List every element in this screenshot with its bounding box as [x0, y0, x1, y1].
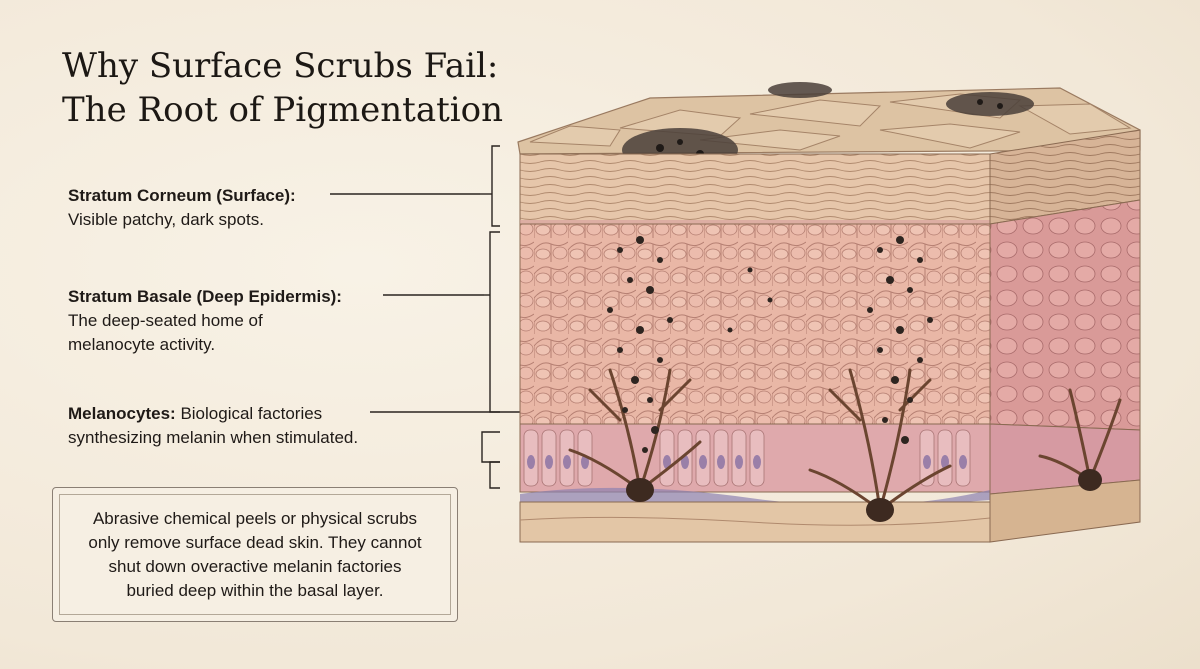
label-stratum-basale-text-2: melanocyte activity. [68, 335, 216, 354]
page-title: Why Surface Scrubs Fail: The Root of Pig… [62, 44, 532, 132]
label-stratum-corneum: Stratum Corneum (Surface): Visible patch… [68, 184, 296, 232]
skin-cross-section-diagram [517, 82, 1141, 543]
basal-cell-row [519, 423, 991, 493]
label-melanocytes-text-1: Biological factories [180, 404, 323, 423]
bracket-melanocytes-upper [481, 431, 500, 463]
melanin-granules [607, 236, 933, 453]
label-melanocytes: Melanocytes: Biological factories synthe… [68, 402, 358, 450]
label-stratum-corneum-heading: Stratum Corneum (Surface): [68, 186, 296, 205]
callout-inner-frame: Abrasive chemical peels or physical scru… [59, 494, 451, 615]
callout-line-1: Abrasive chemical peels or physical scru… [92, 508, 418, 528]
bracket-corneum [491, 145, 500, 227]
label-stratum-corneum-text: Visible patchy, dark spots. [68, 210, 264, 229]
label-stratum-basale-heading: Stratum Basale (Deep Epidermis): [68, 287, 342, 306]
callout-box: Abrasive chemical peels or physical scru… [52, 487, 458, 622]
title-line-1: Why Surface Scrubs Fail: [62, 46, 499, 86]
skin-front-face [519, 153, 991, 543]
bracket-basale [489, 231, 500, 413]
title-line-2: The Root of Pigmentation [62, 90, 503, 130]
callout-line-3: shut down overactive melanin factories [108, 556, 402, 576]
callout-line-2: only remove surface dead skin. They cann… [88, 532, 422, 552]
bracket-melanocytes-lower [489, 461, 500, 489]
melanocyte-nuclei [626, 469, 1102, 522]
label-stratum-basale-text-1: The deep-seated home of [68, 311, 263, 330]
callout-text: Abrasive chemical peels or physical scru… [75, 507, 435, 603]
callout-line-4: buried deep within the basal layer. [126, 580, 384, 600]
label-melanocytes-text-2: synthesizing melanin when stimulated. [68, 428, 359, 447]
skin-side-face [989, 129, 1141, 543]
label-melanocytes-heading: Melanocytes: [68, 404, 176, 423]
label-stratum-basale: Stratum Basale (Deep Epidermis): The dee… [68, 285, 342, 357]
